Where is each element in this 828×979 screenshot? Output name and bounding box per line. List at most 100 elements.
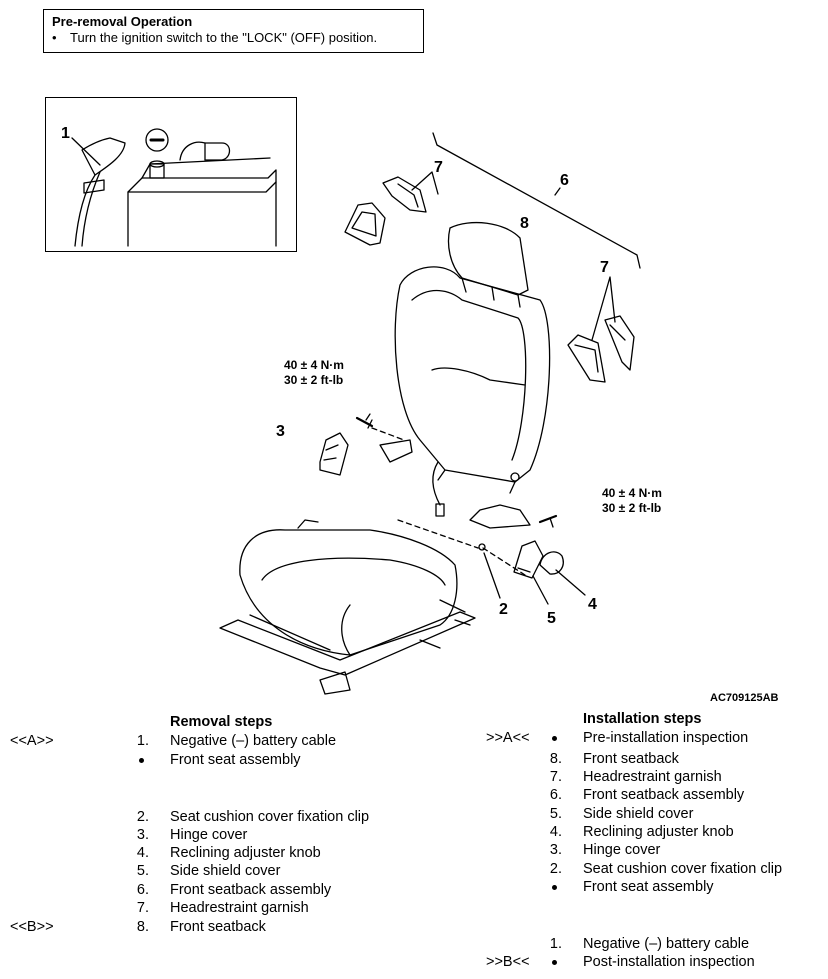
step-reference: <<A>> (10, 733, 54, 749)
step-row: 8. Front seatback (0, 750, 828, 768)
step-label: Side shield cover (583, 806, 694, 822)
step-number: 5. (549, 806, 562, 822)
headrestraint-garnish-right (567, 315, 635, 383)
step-label: Hinge cover (170, 827, 248, 843)
pre-removal-item: • Turn the ignition switch to the "LOCK" … (52, 30, 415, 46)
step-row: >>B<< Post-installation inspection (0, 953, 828, 971)
step-row: 5. Side shield cover (0, 862, 828, 880)
step-number: 3. (549, 842, 562, 858)
step-number: 7. (549, 769, 562, 785)
minus-sign-icon (145, 128, 169, 152)
step-label: Headrestraint garnish (583, 769, 722, 785)
step-row: 4. Reclining adjuster knob (0, 844, 828, 862)
step-row: Front seat assembly (0, 878, 828, 896)
step-label: Post-installation inspection (583, 954, 755, 970)
bullet-icon (139, 758, 144, 763)
removal-steps-title: Removal steps (170, 714, 273, 730)
callout-6: 6 (560, 172, 569, 189)
step-label: Negative (–) battery cable (170, 733, 337, 749)
reclining-knob-illustration (539, 551, 564, 575)
step-label: Front seatback (583, 751, 679, 767)
step-row: 7. Headrestraint garnish (0, 768, 828, 786)
fixation-clip-illustration (478, 543, 486, 551)
bullet-icon: • (52, 30, 57, 45)
step-number: 2. (136, 809, 149, 825)
step-label: Front seatback (170, 919, 266, 935)
step-row: >>A<< Pre-installation inspection (0, 729, 828, 747)
bullet-icon (552, 736, 557, 741)
step-row: 4. Reclining adjuster knob (0, 823, 828, 841)
callout-2: 2 (499, 601, 508, 618)
step-reference: >>B<< (486, 954, 530, 970)
callout-1: 1 (61, 125, 70, 142)
step-number: 8. (136, 919, 149, 935)
step-row: Front seat assembly (0, 751, 828, 769)
step-number: 6. (136, 882, 149, 898)
torque-left-nm: 40 ± 4 N·m (284, 358, 344, 372)
callout-4: 4 (588, 596, 597, 613)
step-number: 5. (136, 863, 149, 879)
step-label: Negative (–) battery cable (583, 936, 750, 952)
step-row: 5. Side shield cover (0, 805, 828, 823)
step-label: Side shield cover (170, 863, 281, 879)
step-number: 8. (549, 751, 562, 767)
step-label: Pre-installation inspection (583, 730, 749, 746)
seatback-group-bracket (432, 132, 641, 269)
step-label: Reclining adjuster knob (583, 824, 734, 840)
seatback-illustration (379, 221, 551, 517)
step-row: 7. Headrestraint garnish (0, 899, 828, 917)
step-row: 3. Hinge cover (0, 826, 828, 844)
side-shield-cover-illustration (513, 540, 544, 579)
hinge-cover-illustration (319, 432, 349, 476)
callout-7-left: 7 (434, 159, 443, 176)
step-row: 3. Hinge cover (0, 841, 828, 859)
headrestraint-garnish-left (344, 176, 427, 246)
torque-right-ftlb: 30 ± 2 ft-lb (602, 501, 661, 515)
installation-steps-title: Installation steps (583, 711, 702, 727)
step-label: Hinge cover (583, 842, 661, 858)
step-row: <<A>> 1. Negative (–) battery cable (0, 732, 828, 750)
seat-exploded-diagram: 1 7 6 8 7 3 2 5 4 40 ± 4 N·m 30 ± 2 ft-l… (61, 125, 662, 695)
pre-removal-text: Turn the ignition switch to the "LOCK" (… (70, 30, 378, 45)
step-label: Front seat assembly (170, 752, 301, 768)
step-label: Headrestraint garnish (170, 900, 309, 916)
pre-removal-title: Pre-removal Operation (52, 14, 193, 29)
step-label: Front seatback assembly (583, 787, 745, 803)
step-row: <<B>> 8. Front seatback (0, 918, 828, 936)
step-label: Seat cushion cover fixation clip (170, 809, 370, 825)
step-number: 2. (549, 861, 562, 877)
step-label: Front seatback assembly (170, 882, 332, 898)
step-reference: <<B>> (10, 919, 54, 935)
leader-line (71, 137, 101, 166)
seat-cushion-illustration (239, 519, 458, 656)
callout-8: 8 (520, 215, 529, 232)
battery-illustration (74, 137, 277, 247)
figure-code: AC709125AB (710, 692, 779, 704)
step-number: 4. (136, 845, 149, 861)
bullet-icon (552, 885, 557, 890)
battery-inset-frame (45, 97, 297, 252)
pre-removal-box: Pre-removal Operation • Turn the ignition… (43, 9, 424, 53)
step-label: Seat cushion cover fixation clip (583, 861, 783, 877)
callout-7-right: 7 (600, 259, 609, 276)
step-number: 1. (136, 733, 149, 749)
step-label: Reclining adjuster knob (170, 845, 321, 861)
torque-right-nm: 40 ± 4 N·m (602, 486, 662, 500)
step-label: Front seat assembly (583, 879, 714, 895)
seat-rail-illustration (219, 599, 476, 695)
step-number: 4. (549, 824, 562, 840)
step-row: 6. Front seatback assembly (0, 786, 828, 804)
step-row: 1. Negative (–) battery cable (0, 935, 828, 953)
step-number: 3. (136, 827, 149, 843)
step-reference: >>A<< (486, 730, 530, 746)
step-row: 6. Front seatback assembly (0, 881, 828, 899)
step-number: 1. (549, 936, 562, 952)
callout-3: 3 (276, 423, 285, 440)
step-row: 2. Seat cushion cover fixation clip (0, 808, 828, 826)
torque-left-ftlb: 30 ± 2 ft-lb (284, 373, 343, 387)
step-number: 6. (549, 787, 562, 803)
step-row: 2. Seat cushion cover fixation clip (0, 860, 828, 878)
step-number: 7. (136, 900, 149, 916)
callout-5: 5 (547, 610, 556, 627)
bullet-icon (552, 960, 557, 965)
